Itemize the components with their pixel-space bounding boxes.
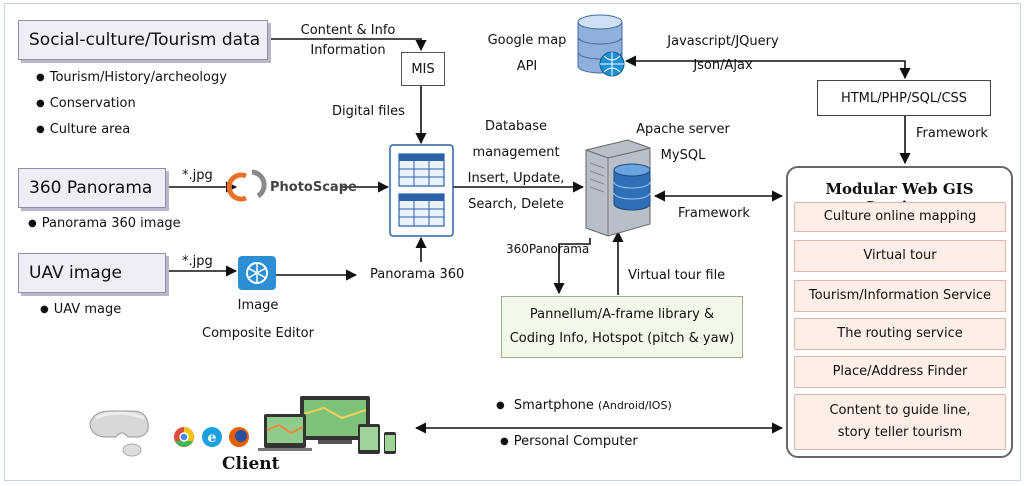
service-content-guide: Content to guide line, story teller tour… [794,394,1006,450]
db-mgmt-line-2: management [472,145,560,160]
service-virtual-tour: Virtual tour [794,240,1006,272]
jpg-label-2: *.jpg [182,254,213,269]
jpg-label-1: *.jpg [182,168,213,183]
edge-server-library [553,238,591,295]
content-info-label: Content & Info [300,23,396,38]
uav-title: UAV image [29,263,122,283]
service-label: The routing service [837,326,963,341]
panorama-title: 360 Panorama [29,178,153,198]
service-label: Virtual tour [863,248,937,263]
client-label: Client [222,454,280,474]
google-map-label: Google map API [472,28,582,80]
pannellum-library-box: Pannellum/A-frame library & Coding Info,… [501,296,743,358]
browser-icons: e [174,427,249,447]
service-label: Place/Address Finder [832,364,968,379]
database-globe-icon [577,14,625,77]
photoscape-logo-icon [226,169,267,202]
server-database-icon [585,139,651,237]
mis-label: MIS [411,61,435,77]
service-tourism-info: Tourism/Information Service [794,280,1006,312]
social-bullet-3: Culture area [36,122,130,139]
html-php-label: HTML/PHP/SQL/CSS [840,90,968,106]
diagram-frame [4,3,1021,481]
social-bullet-1: Tourism/History/archeology [36,70,227,87]
smartphone-os-text: (Android/IOS) [598,399,672,412]
js-line-1: Javascript/JQuery [667,34,779,49]
db-mgmt-line-3: Insert, Update, [467,171,565,186]
panorama-bullet: Panorama 360 image [28,216,181,233]
vr-headset-icon [89,410,149,457]
js-line-2: Json/Ajax [693,58,753,73]
service-label: Tourism/Information Service [808,288,992,303]
db-mgmt-line-4: Search, Delete [468,197,564,212]
library-line-2: Coding Info, Hotspot (pitch & yaw) [509,331,735,346]
library-line-1: Pannellum/A-frame library & [529,307,715,322]
edge-google-html [624,55,911,80]
html-php-box: HTML/PHP/SQL/CSS [817,80,991,116]
ice-label-2: Composite Editor [202,326,314,341]
service-label-line-1: Content to guide line, [829,403,971,418]
virtual-tour-file-label: Virtual tour file [628,268,726,283]
uav-bullet: UAV mage [40,302,121,319]
apache-label: Apache server MySQL [622,117,744,169]
js-label: Javascript/JQuery Json/Ajax [648,30,798,78]
service-label: Culture online mapping [823,209,977,224]
apache-line-1: Apache server [636,122,730,137]
apache-line-2: MySQL [660,148,706,163]
social-culture-title: Social-culture/Tourism data [29,30,261,50]
db-mgmt-line-1: Database [484,119,548,134]
google-map-line-2: API [516,59,538,74]
service-label-line-2: story teller tourism [837,425,963,440]
photoscape-label: PhotoScape [270,180,357,195]
social-bullet-2: Conservation [36,96,136,113]
pano360-small-label: 360Panorama [506,242,590,256]
smartphone-text: Smartphone [513,398,594,413]
table-grid-icon [389,144,454,237]
uav-box: UAV image [18,253,166,293]
framework-mid-label: Framework [678,206,750,221]
svg-text:e: e [208,430,217,446]
panorama-box: 360 Panorama [18,168,166,208]
service-routing: The routing service [794,318,1006,350]
smartphone-label: Smartphone (Android/IOS) [496,398,672,415]
pc-label: Personal Computer [500,434,638,451]
service-culture-mapping: Culture online mapping [794,202,1006,232]
information-label: Information [310,43,386,58]
mis-box: MIS [401,52,445,86]
image-composite-editor-icon [238,256,276,290]
framework-top-label: Framework [916,126,988,141]
ice-label-1: Image [237,298,279,313]
edge-social-mis [268,38,427,52]
social-culture-box: Social-culture/Tourism data [18,20,268,60]
digital-files-label: Digital files [332,104,405,119]
google-map-line-1: Google map [487,33,567,48]
db-management-label: Database management Insert, Update, Sear… [456,114,576,218]
service-place-finder: Place/Address Finder [794,356,1006,388]
devices-map-icon [258,396,396,454]
panorama-360-label: Panorama 360 [370,267,465,282]
